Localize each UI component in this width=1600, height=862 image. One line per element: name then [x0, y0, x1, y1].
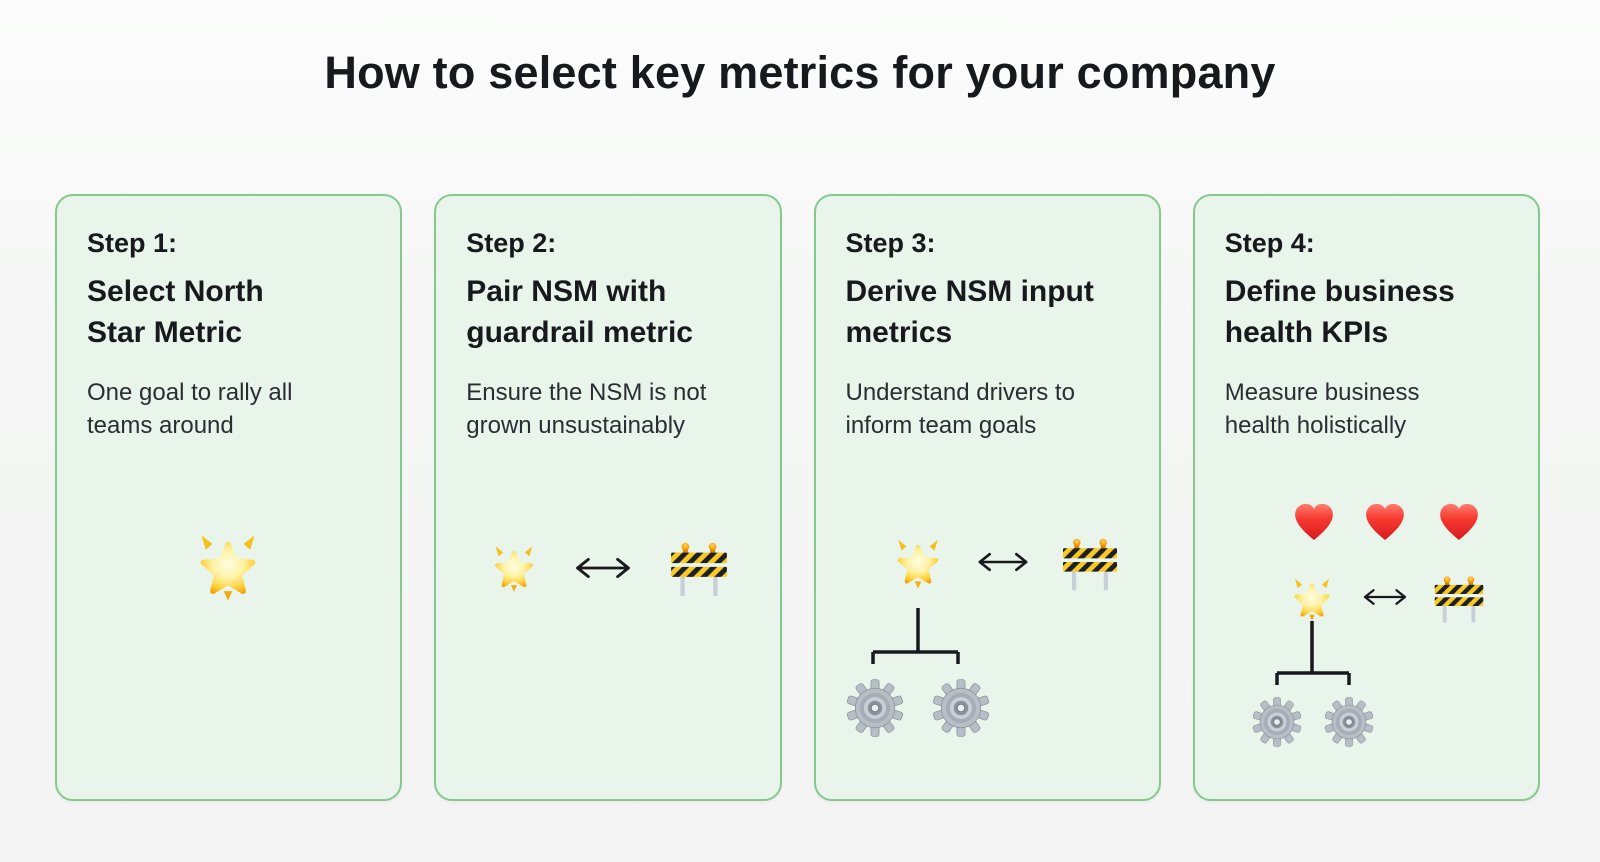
tree-connector-line: [1275, 621, 1351, 685]
step-title: Define business health KPIs: [1224, 275, 1455, 350]
gear-icon: [932, 679, 990, 737]
step-description: One goal to rally all teams around: [87, 379, 293, 439]
steps-row: Step 1: Select North Star Metric One goa…: [0, 194, 1600, 801]
step-description: Measure business health holistically: [1224, 379, 1420, 439]
gear-icon: [1252, 697, 1302, 747]
step-label: Step 1:: [87, 228, 178, 258]
step-label: Step 3:: [845, 228, 936, 258]
page-title: How to select key metrics for your compa…: [324, 47, 1276, 98]
left-right-arrow-icon: [1360, 586, 1410, 608]
construction-barrier-icon: [668, 539, 730, 601]
gear-icon: [1324, 697, 1374, 747]
construction-barrier-icon: [1432, 573, 1486, 627]
glowing-star-icon: [1287, 573, 1337, 623]
red-heart-icon: [1291, 500, 1337, 546]
tree-connector-line: [870, 608, 960, 664]
red-heart-icon: [1436, 500, 1482, 546]
step-card-2: Step 2: Pair NSM with guardrail metric E…: [434, 194, 782, 801]
step-title: Derive NSM input metrics: [845, 275, 1094, 350]
step-description: Ensure the NSM is not grown unsustainabl…: [466, 379, 707, 439]
step-title: Select North Star Metric: [87, 275, 264, 350]
step-label: Step 2:: [466, 228, 557, 258]
glowing-star-icon: [889, 533, 947, 591]
left-right-arrow-icon: [974, 549, 1032, 575]
step-description: Understand drivers to inform team goals: [845, 379, 1075, 439]
red-heart-icon: [1362, 500, 1408, 546]
step-card-4: Step 4: Define business health KPIs Meas…: [1192, 194, 1540, 801]
step-card-3: Step 3: Derive NSM input metrics Underst…: [813, 194, 1161, 801]
step-title: Pair NSM with guardrail metric: [466, 275, 693, 350]
gear-icon: [846, 679, 904, 737]
left-right-arrow-icon: [571, 554, 635, 582]
glowing-star-icon: [487, 540, 541, 594]
step-card-1: Step 1: Select North Star Metric One goa…: [55, 194, 403, 801]
step-label: Step 4:: [1224, 228, 1315, 258]
construction-barrier-icon: [1060, 535, 1120, 595]
glowing-star-icon: [189, 526, 267, 604]
